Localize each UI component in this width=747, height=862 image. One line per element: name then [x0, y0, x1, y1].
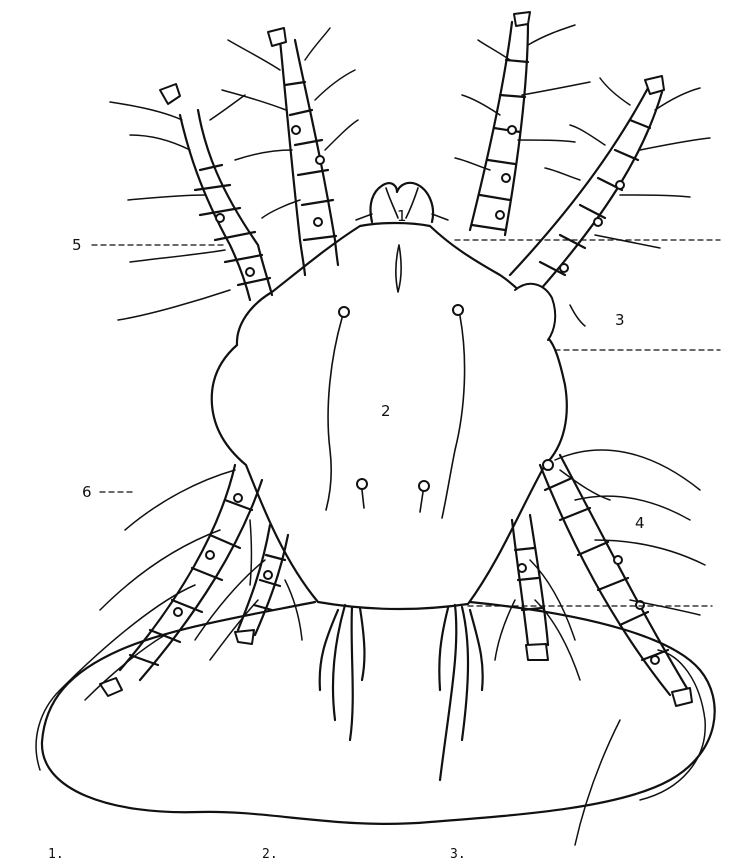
label-6: 6 [82, 483, 92, 501]
median-groove [396, 245, 401, 292]
label-2: 2 [381, 402, 391, 420]
label-4: 4 [635, 514, 645, 532]
leg-4-right [495, 515, 620, 845]
caption-fragment-2: 2. [262, 847, 278, 862]
leg-1-left [110, 84, 272, 320]
label-3: 3 [615, 311, 625, 329]
chelicera-right [406, 188, 418, 218]
leg-2-left [222, 28, 358, 275]
posterior-setae [320, 605, 483, 780]
leg-3-right [540, 450, 705, 800]
leg-1-right [455, 12, 590, 235]
leader-lines [92, 240, 720, 606]
palp-hair-right [432, 214, 448, 220]
leg-2-right [510, 76, 710, 340]
label-5: 5 [72, 236, 82, 254]
leg-3-left [36, 465, 262, 770]
opisthosoma [42, 602, 715, 824]
label-1: 1 [397, 207, 407, 225]
palp-hair-left [356, 214, 372, 220]
leg-4-left [195, 525, 302, 660]
dorsal-setae [326, 305, 465, 518]
caption-fragment-3: 3. [450, 847, 466, 862]
caption-fragment-1: 1. [48, 847, 64, 862]
